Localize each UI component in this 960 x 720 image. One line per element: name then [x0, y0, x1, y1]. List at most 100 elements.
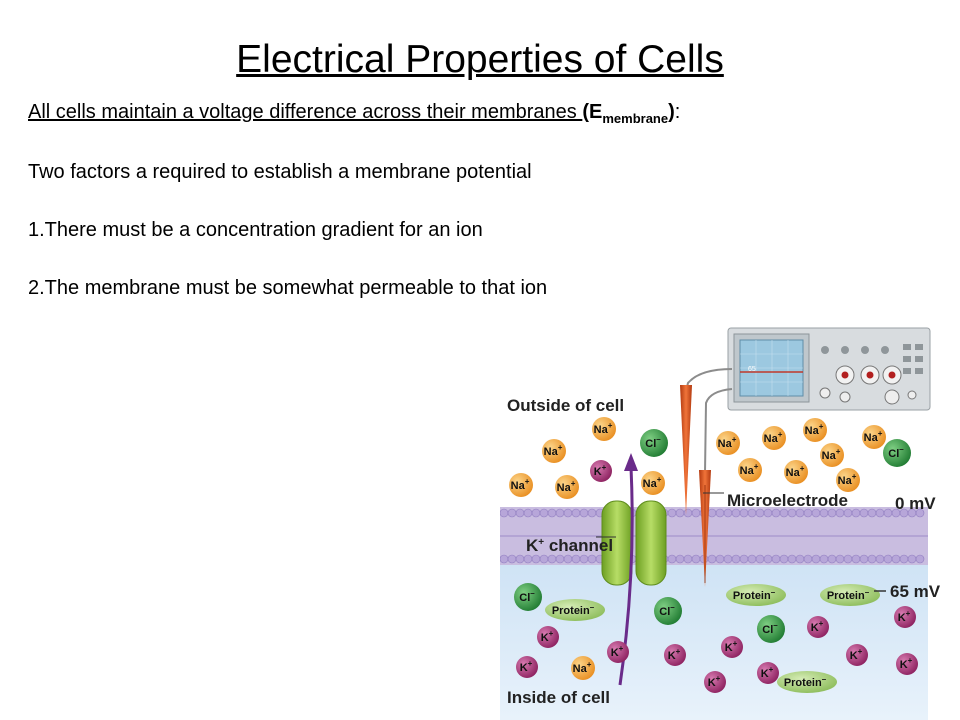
lipid-head [827, 508, 837, 518]
protein-ion: Protein– [726, 584, 786, 606]
lipid-head [851, 554, 861, 564]
svg-text:Protein–: Protein– [827, 588, 870, 602]
lipid-head [803, 508, 813, 518]
k-ion: K+ [704, 671, 726, 693]
factors-line: Two factors a required to establish a me… [28, 161, 532, 183]
page-title: Electrical Properties of Cells [236, 38, 724, 81]
lipid-head [707, 554, 717, 564]
cl-ion: Cl– [757, 615, 785, 643]
k-ion: K+ [757, 662, 779, 684]
lipid-head [731, 508, 741, 518]
lipid-head [883, 508, 893, 518]
lipid-head [515, 508, 525, 518]
na-ion: Na+ [509, 473, 533, 497]
lipid-head [747, 554, 757, 564]
neg-mv-label: 65 mV [890, 582, 941, 601]
lipid-head [667, 508, 677, 518]
lipid-head [795, 554, 805, 564]
zero-mv-label: 0 mV [895, 494, 936, 513]
lipid-head [723, 508, 733, 518]
protein-ion: Protein– [777, 671, 837, 693]
na-ion: Na+ [542, 439, 566, 463]
lipid-head [851, 508, 861, 518]
lipid-head [683, 554, 693, 564]
cl-ion: Cl– [514, 583, 542, 611]
k-channel [601, 500, 667, 586]
lipid-head [859, 554, 869, 564]
na-ion: Na+ [555, 475, 579, 499]
lipid-head [787, 508, 797, 518]
k-ion: K+ [894, 606, 916, 628]
lipid-head [667, 554, 677, 564]
lipid-head [795, 508, 805, 518]
lipid-head [691, 554, 701, 564]
lipid-head [739, 508, 749, 518]
na-ion: Na+ [592, 417, 616, 441]
lipid-head [915, 508, 925, 518]
lipid-head [779, 508, 789, 518]
lipid-head [787, 554, 797, 564]
lipid-head [811, 508, 821, 518]
lipid-head [555, 554, 565, 564]
lipid-head [555, 508, 565, 518]
lipid-head [547, 508, 557, 518]
lipid-head [563, 554, 573, 564]
k-ion: K+ [664, 644, 686, 666]
lipid-head [843, 508, 853, 518]
ion-particles: Na+Cl–Na+K+Na+Na+Na+Na+Na+Na+Na+Cl–Na+Na… [509, 417, 918, 693]
lipid-head [675, 554, 685, 564]
k-ion: K+ [896, 653, 918, 675]
microelectrode-label: Microelectrode [727, 491, 848, 510]
k-ion: K+ [537, 626, 559, 648]
k-ion: K+ [721, 636, 743, 658]
lipid-head [675, 508, 685, 518]
na-ion: Na+ [862, 425, 886, 449]
lipid-head [891, 554, 901, 564]
k-ion: K+ [516, 656, 538, 678]
na-ion: Na+ [820, 443, 844, 467]
lipid-head [723, 554, 733, 564]
lipid-head [883, 554, 893, 564]
lipid-head [507, 554, 517, 564]
na-ion: Na+ [641, 471, 665, 495]
lipid-head [875, 508, 885, 518]
k-ion: K+ [607, 641, 629, 663]
lipid-head [507, 508, 517, 518]
lipid-head [843, 554, 853, 564]
lipid-head [707, 508, 717, 518]
reference-electrode [680, 385, 692, 515]
svg-text:Protein–: Protein– [784, 675, 827, 689]
cl-ion: Cl– [883, 439, 911, 467]
lipid-head [827, 554, 837, 564]
factor-2: 2.The membrane must be somewhat permeabl… [28, 277, 548, 299]
lipid-head [715, 554, 725, 564]
lipid-head [875, 554, 885, 564]
k-ion: K+ [590, 460, 612, 482]
lipid-head [867, 508, 877, 518]
lipid-head [539, 508, 549, 518]
svg-text:Protein–: Protein– [552, 603, 595, 617]
protein-ion: Protein– [545, 599, 605, 621]
lipid-head [779, 554, 789, 564]
lipid-head [915, 554, 925, 564]
svg-text:Protein–: Protein– [733, 588, 776, 602]
oscilloscope: 65 [727, 327, 931, 411]
lipid-head [771, 508, 781, 518]
lipid-head [500, 508, 509, 518]
lipid-head [587, 554, 597, 564]
na-ion: Na+ [571, 656, 595, 680]
lipid-head [539, 554, 549, 564]
lipid-head [683, 508, 693, 518]
lipid-head [907, 554, 917, 564]
lipid-head [803, 554, 813, 564]
lipid-head [531, 554, 541, 564]
emembrane-symbol: (Emembrane) [582, 101, 675, 126]
lipid-head [747, 508, 757, 518]
lipid-head [579, 508, 589, 518]
lipid-head [731, 554, 741, 564]
lipid-head [819, 554, 829, 564]
na-ion: Na+ [762, 426, 786, 450]
lipid-head [771, 554, 781, 564]
k-ion: K+ [846, 644, 868, 666]
protein-ion: Protein– [820, 584, 880, 606]
